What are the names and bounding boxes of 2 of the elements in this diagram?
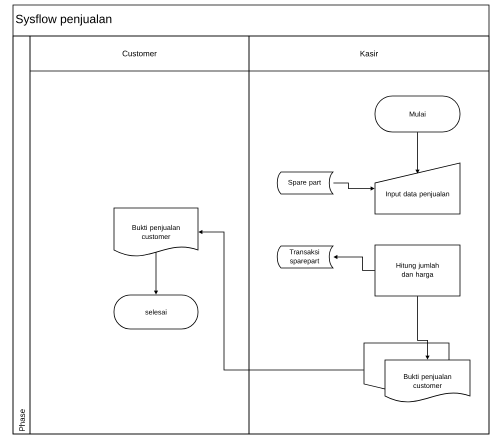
diagram-title: Sysflow penjualan (16, 14, 112, 26)
label: Phase (19, 409, 25, 431)
